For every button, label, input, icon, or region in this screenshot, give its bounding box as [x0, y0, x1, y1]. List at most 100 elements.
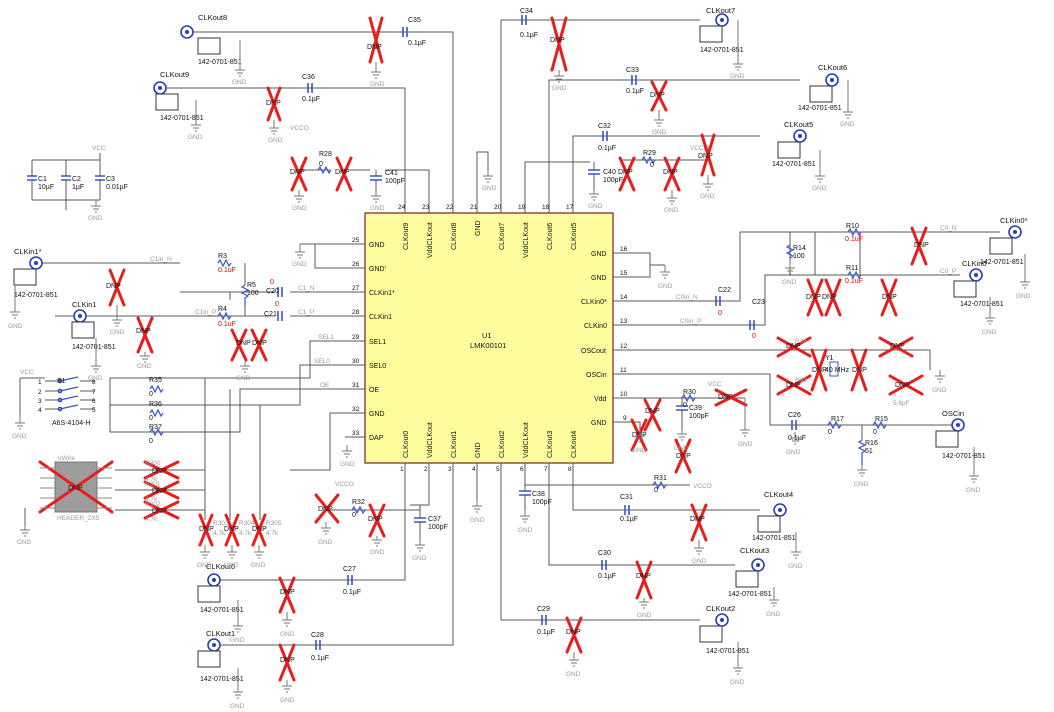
gnd-label: GND [110, 329, 125, 336]
pin-number: 4 [472, 466, 476, 473]
gnd-symbol: GND [692, 540, 707, 565]
gnd-symbol: GND [674, 430, 689, 452]
cap-value: 0.1µF [598, 145, 616, 152]
cap-value: 100pF [689, 413, 709, 420]
pin-number: 19 [518, 204, 526, 211]
pin-name: OE [369, 387, 379, 394]
gnd-symbol: GND [482, 170, 497, 192]
coax-connectors: CLKout8 142-0701-851 CLKout9 142-0701-85… [13, 6, 1028, 683]
gnd-symbol: GND [230, 600, 245, 644]
dnp-label: DNP [280, 589, 295, 596]
net-label-sel1: SEL1 [318, 334, 334, 341]
net-label-c1-n: C1_N [298, 285, 315, 292]
pin-name: CLKout5 [571, 223, 578, 250]
cap-value: 0.1µF [343, 589, 361, 596]
header-part: HEADER_2X5 [57, 515, 100, 522]
pin-name: CLKout7 [499, 223, 506, 250]
cap-ref: C41 [385, 170, 398, 177]
ghost-ref: R301 [145, 481, 161, 488]
dnp-marker: DNP [806, 278, 824, 317]
gnd-label: GND [412, 555, 427, 562]
gnd-symbol: GND [966, 447, 981, 494]
dnp-marker: DNP [878, 336, 914, 358]
pin-name: CLKout3 [547, 431, 554, 458]
gnd-label: GND [652, 129, 667, 136]
ic-u1-refdes: U1 [482, 331, 492, 340]
dnp-label: DNP [698, 153, 713, 160]
cap-ref: C27 [343, 566, 356, 573]
gnd-label: GND [482, 185, 497, 192]
header-label: uWire [58, 455, 75, 462]
cap-ref: C20 [266, 288, 279, 295]
dnp-label: DNP [786, 343, 801, 350]
gnd-symbol: GND [588, 190, 603, 210]
gnd-label: GND [782, 279, 797, 286]
net-label-c1in-n: C1in_N [150, 256, 172, 263]
gnd-label: GND [292, 261, 307, 268]
cap-value: 0.1µF [311, 655, 329, 662]
res-value: 0 [654, 487, 658, 494]
gnd-label: GND [188, 134, 203, 141]
cap-ref: C3 [106, 176, 115, 183]
cap-ref: C35 [408, 17, 421, 24]
cap-value: 0.1µF [302, 96, 320, 103]
pin-number: 3 [448, 466, 452, 473]
pin-number: 24 [398, 204, 406, 211]
dnp-label: DNP [152, 508, 167, 515]
gnd-symbol: GND [370, 62, 385, 88]
connector-label: CLKin0* [1000, 216, 1028, 225]
pin-number: 32 [352, 406, 360, 413]
gnd-label: GND [632, 447, 647, 454]
ic-left-pins: 25 GND 26 GND' 27 CLKin1* 28 CLKin1 29 S… [352, 237, 395, 442]
dnp-marker: DNP [650, 80, 668, 112]
pin-number: 14 [620, 294, 628, 301]
dnp-label: DNP [318, 506, 333, 513]
connector-label: CLKout9 [160, 70, 189, 79]
pin-name: CLKout8 [451, 223, 458, 250]
dnp-label: DNP [152, 488, 167, 495]
gnd-symbol: GND [370, 536, 385, 556]
cap-ref: C21 [264, 311, 277, 318]
net-label-c1in-p: C1in_P [195, 309, 216, 316]
gnd-symbol: GND [786, 432, 801, 456]
gnd-label: GND [88, 375, 103, 382]
gnd-symbol: GND [782, 262, 797, 286]
pin-number: 28 [352, 309, 360, 316]
connector-clkout1: CLKout1 142-0701-851 [197, 629, 244, 683]
net-label-vcco: VCCO [690, 145, 709, 152]
cap-value: 100pF [428, 524, 448, 531]
gnd-symbol: GND [637, 598, 652, 619]
connector-label: CLKin1* [14, 247, 42, 256]
pin-name: GND [591, 420, 607, 427]
dnp-label: DNP [368, 516, 383, 523]
switch-pin: 3 [38, 398, 42, 405]
gnd-symbol: GND [552, 70, 567, 92]
gnd-label: GND [232, 79, 247, 86]
pin-number: 16 [620, 246, 628, 253]
gnd-label: GND [566, 671, 581, 678]
ghost-ref: R303 [213, 520, 229, 527]
res-ref: R32 [352, 499, 365, 506]
connector-part: 142-0701-851 [752, 535, 796, 542]
pin-number: 12 [620, 343, 628, 350]
gnd-symbol: GND [137, 352, 152, 370]
dnp-marker: DNP [335, 156, 353, 192]
connector-part: 142-0701-851 [798, 105, 842, 112]
ic-right-pins: 16 GND 15 GND 14 CLKin0* 13 CLKin0 12 OS… [581, 246, 628, 427]
dnp-marker: DNP [850, 348, 868, 392]
switch-pin: 2 [38, 389, 42, 396]
cap-ref: C38 [532, 491, 545, 498]
dnp-parts: DNP DNP DNP DNP DNP DNP DNP DNP DNP DNP … [106, 16, 929, 682]
pin-number: 31 [352, 382, 360, 389]
pin-name: VddCLKout [523, 422, 530, 458]
dnp-marker: DNP [635, 560, 653, 600]
dnp-label: DNP [636, 573, 651, 580]
pin-name: OSCin [586, 372, 607, 379]
gnd-label: GND [840, 121, 855, 128]
connector-part: 142-0701-851 [200, 607, 244, 614]
gnd-label: GND [664, 207, 679, 214]
dnp-label: DNP [618, 169, 633, 176]
switch-part: A6S-4104-H [52, 420, 91, 427]
dnp-marker: DNP [663, 156, 681, 192]
gnd-label: GND [674, 445, 689, 452]
